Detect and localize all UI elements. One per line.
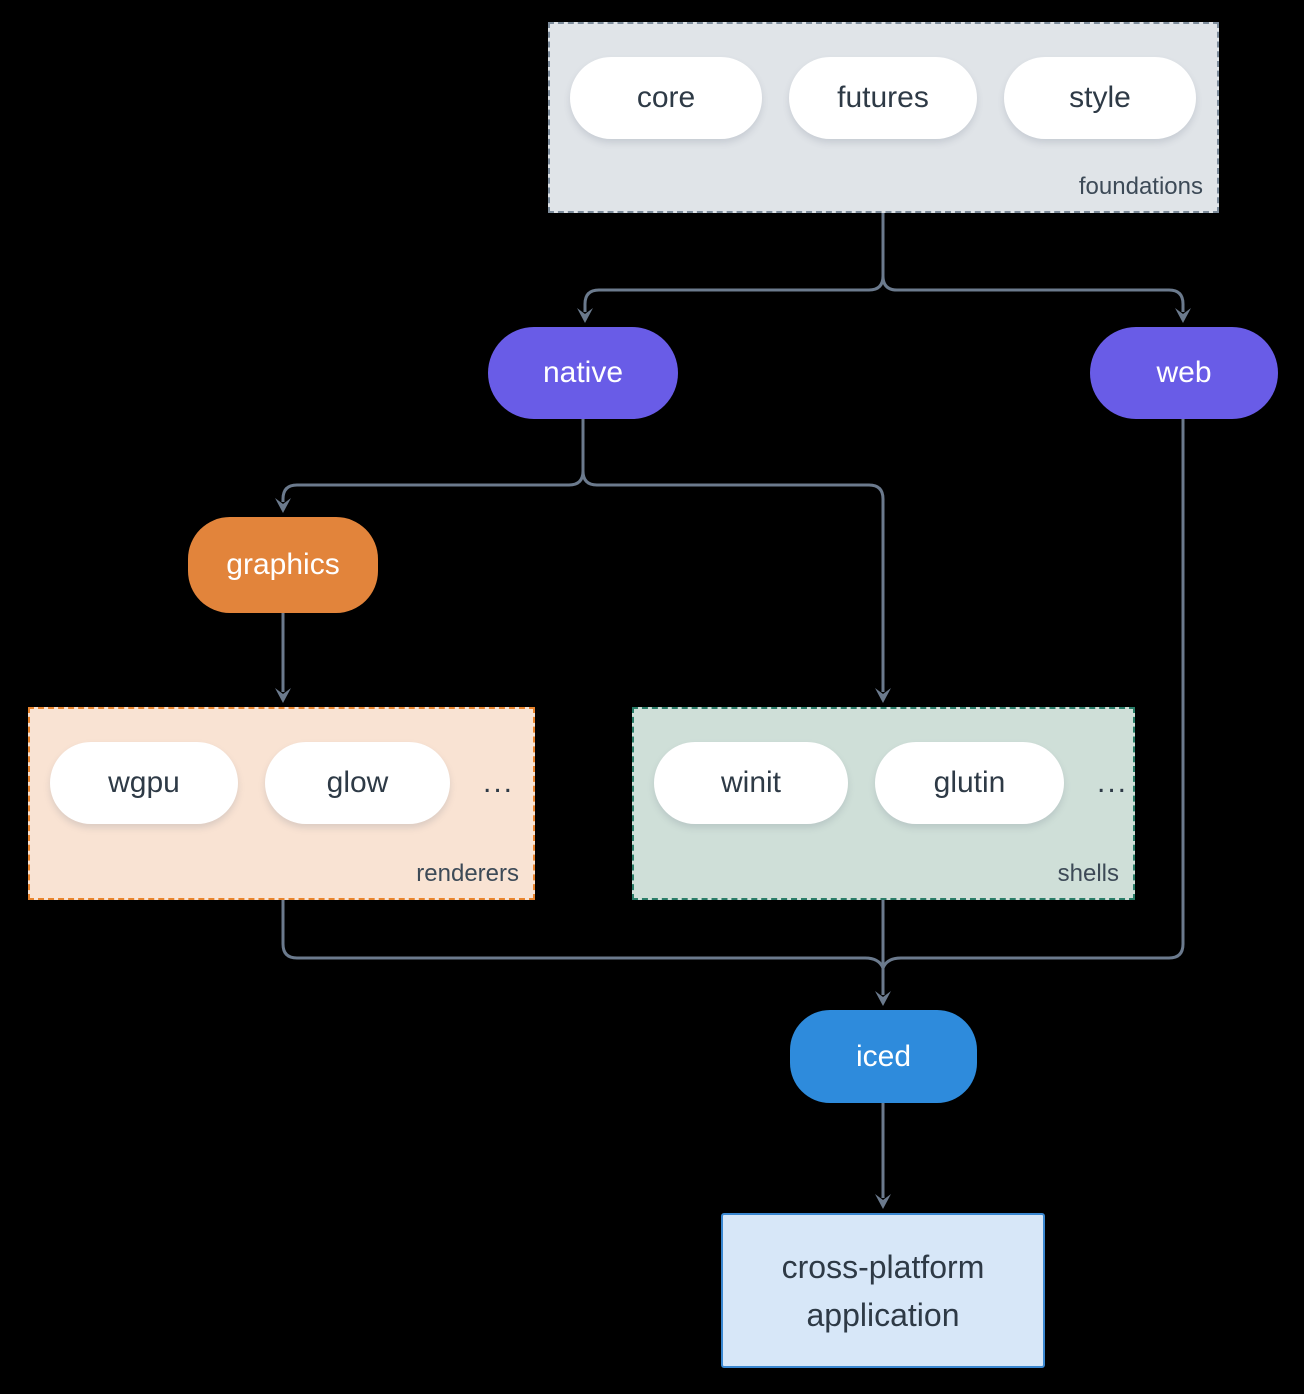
application-label-line1: cross-platform [781,1248,985,1285]
shells-pill-row: winit glutin ... [634,709,1133,824]
renderers-label: renderers [416,860,519,887]
node-core: core [570,57,762,139]
edge-renderers-iced [281,900,885,969]
node-web: web [1090,327,1278,419]
node-application: cross-platform application [721,1213,1045,1368]
renderers-pill-row: wgpu glow ... [30,709,533,824]
arrowhead-graphics [275,498,291,513]
edge-native-graphics [281,419,585,502]
node-glutin: glutin [875,742,1064,824]
edge-web-iced [881,419,1185,969]
node-iced: iced [790,1010,977,1103]
node-glow: glow [265,742,450,824]
edge-foundations-native [583,213,885,312]
arrowheads [275,308,1191,1209]
arrowhead-web [1175,308,1191,323]
arrowhead-shells [875,688,891,703]
edge-foundations-web [881,275,1185,312]
node-style: style [1004,57,1196,139]
node-native: native [488,327,678,419]
renderers-ellipsis: ... [483,766,515,799]
edge-native-shells [581,470,885,692]
group-foundations: core futures style foundations [548,22,1219,213]
foundations-pill-row: core futures style [550,24,1217,139]
group-renderers: wgpu glow ... renderers [28,707,535,900]
node-wgpu: wgpu [50,742,238,824]
node-winit: winit [654,742,848,824]
shells-label: shells [1057,860,1119,887]
arrowhead-native [577,308,593,323]
arrowhead-iced [875,991,891,1006]
application-label-line2: application [806,1296,960,1333]
group-shells: winit glutin ... shells [632,707,1135,900]
node-futures: futures [789,57,977,139]
arrowhead-renderers [275,688,291,703]
foundations-label: foundations [1078,173,1203,200]
node-graphics: graphics [188,517,378,613]
arrowhead-application [875,1194,891,1209]
shells-ellipsis: ... [1097,766,1129,799]
